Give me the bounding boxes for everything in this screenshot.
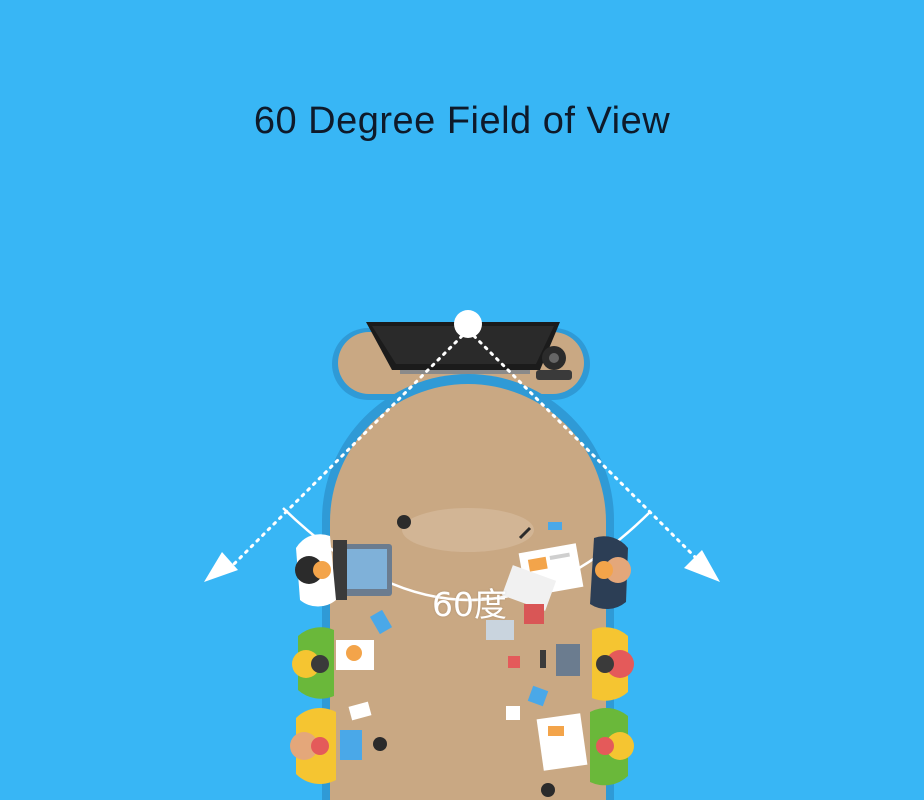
notepad-icon [486,620,514,640]
phone-icon [369,609,393,635]
sticky-note-icon [506,706,520,720]
paper-icon [501,543,584,611]
person-icon [590,536,631,610]
sticky-note-icon [524,604,544,624]
pen-icon [518,526,532,540]
paper-icon [536,713,588,771]
paper-icon [348,701,372,721]
right-arrow-icon [684,550,720,582]
laptop-icon [333,540,392,600]
person-icon [295,534,336,607]
person-icon [592,627,634,701]
fov-angle-label: 60度 [432,585,507,624]
phone-icon [527,685,549,707]
coffee-cup-icon [541,783,555,797]
tv-screen [366,322,560,374]
glasses-icon [540,650,546,668]
camera-icon [454,310,482,338]
chart-icon [548,726,564,736]
coffee-cup-icon [373,737,387,751]
person-icon [290,708,336,784]
fov-lines [230,334,702,568]
tablet-icon [340,730,362,760]
chart-icon [346,645,362,661]
page-title: 60 Degree Field of View [253,100,671,142]
tablet-icon [556,644,580,676]
person-icon [590,707,634,786]
phone-icon [548,522,562,530]
left-arrow-icon [204,552,238,582]
sticky-note-icon [508,656,520,668]
person-icon [292,627,334,699]
ptz-camera-icon [536,346,572,380]
coffee-cup-icon [397,515,411,529]
